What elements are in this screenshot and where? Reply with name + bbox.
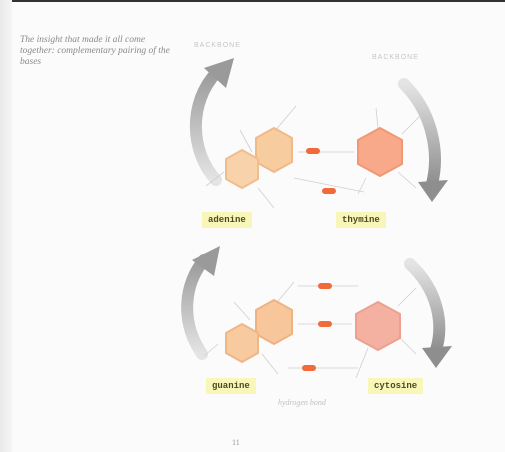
book-gutter: [0, 0, 12, 452]
guanine-molecule: [225, 299, 293, 363]
backbone-label-right: BACKBONE: [372, 54, 419, 61]
strand-arrow-down-bottom: [404, 258, 452, 368]
strand-arrow-up-top: [189, 58, 234, 186]
adenine-molecule: [225, 127, 293, 189]
window-top-border: [0, 0, 505, 2]
thymine-label: thymine: [336, 212, 386, 228]
figure-caption: The insight that made it all come togeth…: [20, 35, 170, 67]
backbone-label-left: BACKBONE: [194, 42, 241, 49]
cytosine-molecule: [355, 301, 401, 351]
thymine-molecule: [357, 127, 403, 177]
page-number: 11: [232, 438, 240, 447]
strand-arrow-down-top: [398, 78, 448, 202]
cytosine-label: cytosine: [368, 378, 424, 394]
strand-arrow-up-bottom: [181, 246, 220, 360]
hydrogen-bond-at-1: [306, 148, 320, 154]
bond-lines-top: [205, 105, 421, 209]
guanine-label: guanine: [206, 378, 256, 394]
hydrogen-bond-label: hydrogen bond: [278, 398, 326, 407]
hydrogen-bond-at-2: [322, 188, 336, 194]
adenine-label: adenine: [202, 212, 252, 228]
book-page: The insight that made it all come togeth…: [12, 2, 505, 452]
base-pairing-diagram: [181, 58, 452, 379]
hydrogen-bonds: [302, 148, 336, 371]
hydrogen-bond-gc-3: [302, 365, 316, 371]
hydrogen-bond-gc-2: [318, 321, 332, 327]
hydrogen-bond-gc-1: [318, 283, 332, 289]
